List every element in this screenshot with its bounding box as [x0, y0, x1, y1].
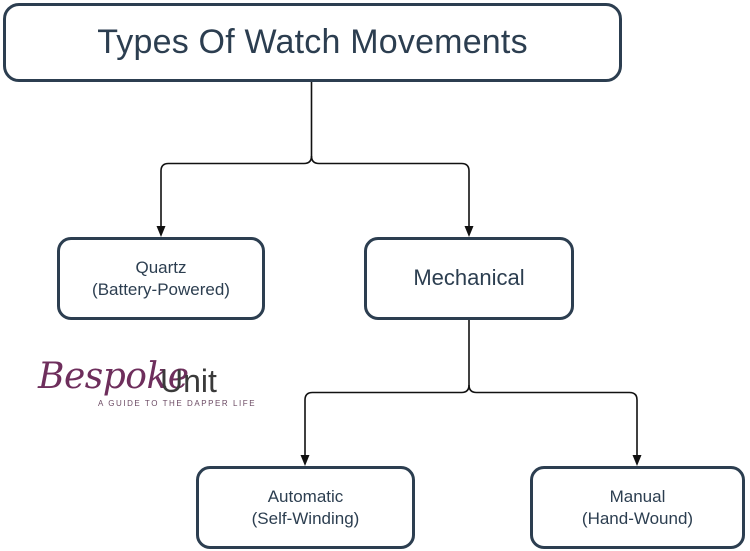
node-mechanical-label: Mechanical: [413, 265, 525, 291]
node-root-label: Types Of Watch Movements: [97, 22, 528, 61]
arrowhead-manual: [632, 455, 642, 466]
node-manual-label-line1: Manual: [609, 486, 666, 506]
node-automatic-label-line1: Automatic: [267, 486, 344, 506]
logo-wordmark-plain: Unit: [160, 363, 217, 399]
connector-root-to-quartz: [160, 155, 313, 226]
connector-mechanical-to-manual: [468, 384, 638, 455]
node-quartz-label-line2: (Battery-Powered): [92, 279, 230, 299]
bespoke-unit-logo: Bespoke Unit A GUIDE TO THE DAPPER LIFE: [38, 354, 255, 416]
node-manual[interactable]: Manual (Hand-Wound): [530, 466, 745, 549]
logo-tagline: A GUIDE TO THE DAPPER LIFE: [98, 399, 257, 408]
connector-mechanical-to-automatic: [304, 384, 470, 455]
node-automatic-label-line2: (Self-Winding): [251, 508, 360, 528]
node-manual-label-line2: (Hand-Wound): [581, 508, 694, 528]
connector-root-to-mechanical: [310, 155, 470, 226]
node-mechanical[interactable]: Mechanical: [364, 237, 574, 320]
node-quartz[interactable]: Quartz (Battery-Powered): [57, 237, 265, 320]
node-quartz-label-line1: Quartz: [135, 257, 187, 277]
arrowhead-quartz: [156, 226, 166, 237]
arrowhead-automatic: [300, 455, 310, 466]
logo-wordmark-script: Bespoke: [38, 356, 189, 397]
node-automatic[interactable]: Automatic (Self-Winding): [196, 466, 415, 549]
arrowhead-mechanical: [464, 226, 474, 237]
node-root-types-of-watch-movements[interactable]: Types Of Watch Movements: [3, 3, 622, 82]
